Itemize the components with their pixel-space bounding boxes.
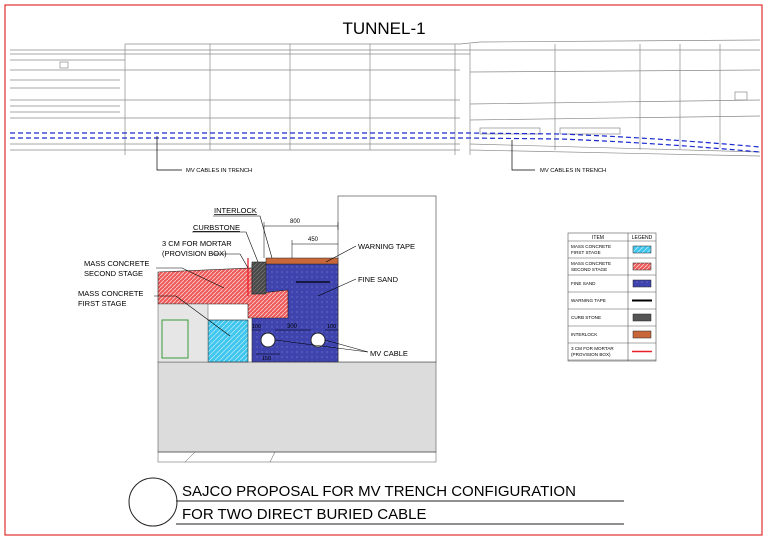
drawing-title: TUNNEL-1: [342, 19, 425, 38]
sheet-frame: [4, 4, 763, 536]
legend-header-legend: LEGEND: [632, 235, 653, 241]
legend-item-label: SECOND STAGE: [571, 267, 607, 272]
label-mass2-line1: MASS CONCRETE: [84, 259, 149, 268]
dim-150: 150: [262, 356, 271, 362]
legend-item-label: (PROVISION BOX): [571, 352, 611, 357]
legend-item-label: MASS CONCRETE: [571, 244, 611, 249]
mv-cable-1: [260, 332, 276, 348]
label-mortar-line2: (PROVISION BOX): [162, 249, 227, 258]
legend-swatch: [632, 313, 652, 322]
dim-100-right: 100: [327, 324, 336, 330]
dim-100-left: 100: [252, 324, 261, 330]
mass-concrete-first-stage: [207, 319, 249, 363]
label-fine-sand: FINE SAND: [358, 275, 399, 284]
section-leaders: [154, 215, 369, 353]
curbstone-block: [251, 261, 267, 295]
provision-box-outline: [161, 319, 189, 359]
legend-item-label: FIRST STAGE: [571, 250, 601, 255]
label-mass1-line2: FIRST STAGE: [78, 299, 126, 308]
label-curbstone: CURBSTONE: [193, 223, 240, 232]
cable-label-right: MV CABLES IN TRENCH: [540, 168, 606, 174]
label-mass2-line2: SECOND STAGE: [84, 269, 143, 278]
caption-circle: [128, 477, 178, 527]
label-mass1-line1: MASS CONCRETE: [78, 289, 143, 298]
dimension-lines: [252, 222, 339, 355]
legend-swatch: [632, 245, 652, 254]
legend-swatch: [632, 262, 652, 271]
caption-line2: FOR TWO DIRECT BURIED CABLE: [182, 506, 426, 523]
label-mv-cable: MV CABLE: [370, 349, 408, 358]
legend-swatch: [632, 279, 652, 288]
left-pit: [157, 303, 209, 363]
interlock-layer: [265, 257, 339, 265]
trench-cross-section: [157, 195, 437, 463]
legend-swatch: [632, 330, 652, 339]
plan-leaders: [156, 136, 535, 171]
legend-item-label: 3 CM FOR MORTAR: [571, 346, 614, 351]
legend-item-label: FINE SAND: [571, 281, 596, 286]
label-interlock: INTERLOCK: [214, 206, 257, 215]
dim-450: 450: [308, 237, 319, 243]
label-mortar-line1: 3 CM FOR MORTAR: [162, 239, 232, 248]
legend-header-item: ITEM: [592, 235, 604, 241]
legend-item-label: INTERLOCK: [571, 332, 598, 337]
ground-zone: [157, 361, 437, 453]
legend-item-label: WARNING TAPE: [571, 298, 606, 303]
tunnel-plan-view: [10, 39, 761, 157]
dim-800: 800: [290, 219, 301, 225]
legend-item-label: MASS CONCRETE: [571, 261, 611, 266]
label-warning-tape: WARNING TAPE: [358, 242, 415, 251]
dim-300: 300: [287, 324, 298, 330]
caption-line1: SAJCO PROPOSAL FOR MV TRENCH CONFIGURATI…: [182, 483, 576, 500]
cable-label-left: MV CABLES IN TRENCH: [186, 168, 252, 174]
legend-item-label: CURB STONE: [571, 315, 601, 320]
mv-cable-route: [10, 132, 761, 153]
